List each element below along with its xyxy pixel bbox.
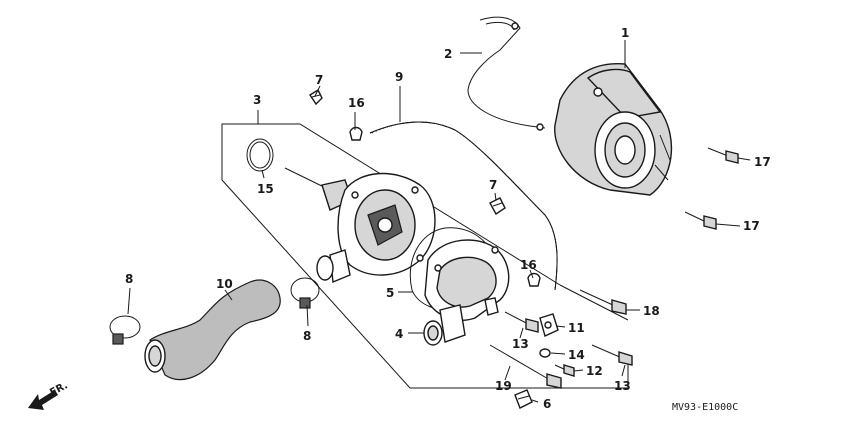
- bracket-11: [539, 313, 559, 337]
- fan-shroud-cover: [554, 63, 673, 196]
- callout-14: 14: [568, 348, 585, 362]
- callout-9: 9: [395, 70, 403, 84]
- callout-19: 19: [495, 379, 512, 393]
- clip-7-middle: [489, 197, 506, 216]
- callout-7-middle: 7: [489, 178, 497, 192]
- diagram-code: MV93-E1000C: [672, 402, 738, 413]
- callout-8-right: 8: [303, 329, 311, 343]
- assembly-group-outline: [221, 110, 629, 389]
- callout-labels: 1 2 3 4 5 6 7 7 8 8 9 10 11 12 13 13 14 …: [125, 26, 771, 411]
- callout-12: 12: [586, 364, 603, 378]
- o-ring-15: [246, 138, 274, 172]
- callout-15: 15: [257, 182, 274, 196]
- clamp-16-upper: [349, 126, 363, 141]
- water-pump-body: [284, 167, 436, 284]
- callout-6: 6: [543, 397, 551, 411]
- callout-11: 11: [568, 321, 585, 335]
- callout-18: 18: [643, 304, 660, 318]
- callout-3: 3: [253, 93, 261, 107]
- long-bolt-19: [489, 344, 562, 389]
- hose-clamp-8-right: [290, 277, 320, 309]
- bolt-12: [554, 364, 575, 377]
- bolt-17-upper: [707, 147, 739, 164]
- short-coolant-hose-10: [144, 279, 281, 381]
- arrow-icon: [28, 390, 58, 410]
- callout-2: 2: [444, 47, 452, 61]
- bolt-13-upper: [504, 311, 539, 333]
- callout-17-upper: 17: [754, 155, 771, 169]
- shroud-bracket: [467, 16, 546, 131]
- callout-13-lower: 13: [614, 379, 631, 393]
- bolt-17-lower: [684, 211, 717, 230]
- long-coolant-hose: [369, 121, 558, 291]
- callout-5: 5: [386, 286, 394, 300]
- callout-7-upper: 7: [315, 73, 323, 87]
- callout-13-upper: 13: [512, 337, 529, 351]
- hose-clamp-8-left: [109, 315, 141, 345]
- direction-label: FR.: [48, 380, 70, 398]
- front-direction-arrow: FR.: [28, 380, 70, 410]
- bolt-18: [579, 289, 627, 315]
- callout-4: 4: [395, 327, 403, 341]
- pump-cover-4: [423, 239, 510, 346]
- callout-16-upper: 16: [348, 96, 365, 110]
- clamp-16-lower: [527, 272, 541, 287]
- washer-14: [539, 348, 551, 358]
- callout-8-left: 8: [125, 272, 133, 286]
- callout-1: 1: [621, 26, 629, 40]
- callout-10: 10: [216, 277, 233, 291]
- clip-7-upper: [309, 88, 323, 106]
- bolt-13-lower: [591, 344, 633, 366]
- callout-16-lower: 16: [520, 258, 537, 272]
- leader-lines: [127, 40, 751, 403]
- callout-17-lower: 17: [743, 219, 760, 233]
- clip-6: [514, 389, 533, 409]
